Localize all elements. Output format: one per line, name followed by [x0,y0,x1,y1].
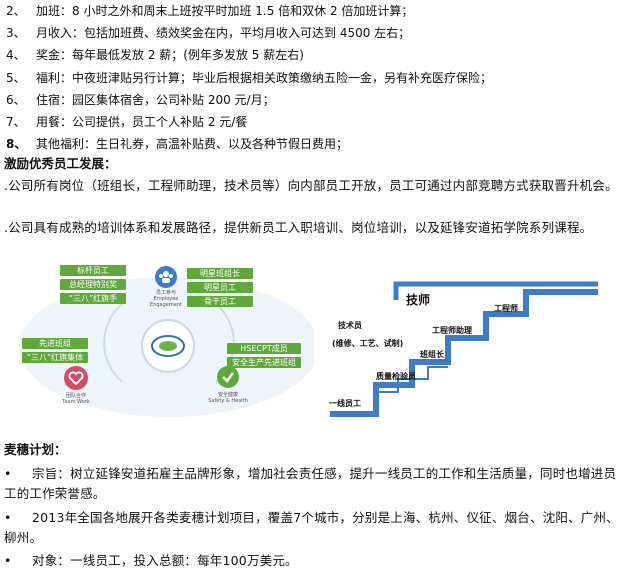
benefit-text: 福利：中夜班津贴另行计算；毕业后根据相关政策缴纳五险一金，另有补充医疗保险； [36,71,493,85]
benefit-item: 2、加班：8 小时之外和周末上班按平时加班 1.5 倍和双休 2 倍加班计算； [0,3,413,19]
award-tag: 标杆员工 [60,265,126,276]
bullet: • [4,466,12,481]
stair-label: (维修、工艺、试制) [332,339,404,348]
award-tag: HSECPT成员 [227,343,301,354]
benefit-number: 6、 [6,93,26,107]
award-tag: 安全生产先进班组 [227,357,301,368]
stair-label: 技师 [406,293,431,307]
award-tag: 总经理特别奖 [60,279,126,290]
stair-label: 技术员 [338,321,362,330]
category-label-engagement-en: Employee Engagement [150,296,182,308]
heart-icon [64,366,88,390]
benefit-number: 2、 [6,4,26,18]
benefit-text: 用餐：公司提供，员工个人补贴 2 元/餐 [36,115,248,129]
stair-label: 一线员工 [329,399,361,408]
benefit-text: 住宿：园区集体宿舍，公司补贴 200 元/月； [36,93,275,107]
benefit-text: 奖金：每年最低发放 2 薪；(例年多发放 5 薪左右) [36,48,304,62]
development-paragraph: .公司所有岗位（班组长，工程师助理，技术员等）向内部员工开放，员工可通过内部竞聘… [4,178,618,193]
plan-heading: 麦穗计划： [4,442,67,457]
career-staircase-diagram: 一线员工 质量检验员 班组长 工程师助理 工程师 技术员 (维修、工艺、试制) … [318,262,618,430]
bullet: • [4,510,12,525]
award-tag: 先进班组 [22,338,88,349]
recognition-infographic: 员工参与 Employee Engagement 团队合作 Team Work … [14,262,314,430]
category-label-safety: 安全健康 [217,392,238,398]
stair-label: 工程师助理 [432,326,472,335]
benefit-item: 7、用餐：公司提供，员工个人补贴 2 元/餐 [0,114,247,130]
award-tag: 骨干员工 [187,296,253,307]
benefit-item: 8、其他福利：生日礼券，高温补贴费、以及各种节假日费用； [0,136,348,152]
stair-label: 质量检验员 [376,372,416,381]
bullet: • [4,553,12,568]
benefit-item: 3、月收入：包括加班费、绩效奖金在内，平均月收入可达到 4500 左右； [0,25,410,41]
employee-development-figure: 员工参与 Employee Engagement 团队合作 Team Work … [0,262,625,430]
safety-check-icon [217,366,239,388]
plan-item: •宗旨：树立延锋安道拓雇主品牌形象，增加社会责任感，提升一线员工的工作和生活质量… [4,464,620,506]
company-logo-icon [150,331,186,361]
benefit-text: 加班：8 小时之外和周末上班按平时加班 1.5 倍和双休 2 倍加班计算； [36,4,414,18]
development-heading: 激励优秀员工发展： [4,156,117,171]
development-paragraph: .公司具有成熟的培训体系和发展路径，提供新员工入职培训、岗位培训，以及延锋安道拓… [4,220,593,235]
category-label-safety-en: Safety & Health [208,398,248,404]
stair-label: 班组长 [420,350,444,359]
plan-item: •2013年全国各地展开各类麦穗计划项目，覆盖7个城市，分别是上海、杭州、仪征、… [4,508,620,550]
award-tag: “三八”红旗手 [60,293,126,304]
award-tag: “三八”红旗集体 [22,352,88,363]
stair-label: 工程师 [494,304,518,313]
plan-item-text: 2013年全国各地展开各类麦穗计划项目，覆盖7个城市，分别是上海、杭州、仪征、烟… [4,510,619,545]
benefit-item: 4、奖金：每年最低发放 2 薪；(例年多发放 5 薪左右) [0,47,304,63]
staircase-lines [330,281,598,417]
people-icon [155,266,177,288]
benefit-text: 其他福利：生日礼券，高温补贴费、以及各种节假日费用； [36,137,349,151]
benefit-number: 7、 [6,115,26,129]
benefit-number: 8、 [6,137,27,151]
benefit-item: 5、福利：中夜班津贴另行计算；毕业后根据相关政策缴纳五险一金，另有补充医疗保险； [0,70,492,86]
category-label-teamwork: 团队合作 [65,393,86,399]
category-label-teamwork-en: Team Work [62,399,90,405]
plan-item-text: 宗旨：树立延锋安道拓雇主品牌形象，增加社会责任感，提升一线员工的工作和生活质量，… [4,466,617,501]
award-tag: 明星班组长 [187,268,253,279]
benefit-number: 3、 [6,26,26,40]
plan-item: • 对象：一线员工，投入总额：每年100万美元。 [4,551,620,571]
benefit-text: 月收入：包括加班费、绩效奖金在内，平均月收入可达到 4500 左右； [36,26,411,40]
benefit-number: 5、 [6,71,26,85]
benefit-number: 4、 [6,48,26,62]
award-tag: 明星员工 [187,282,253,293]
category-label-engagement: 员工参与 [155,290,176,296]
benefit-item: 6、住宿：园区集体宿舍，公司补贴 200 元/月； [0,92,275,108]
plan-item-text: 对象：一线员工，投入总额：每年100万美元。 [32,553,298,568]
